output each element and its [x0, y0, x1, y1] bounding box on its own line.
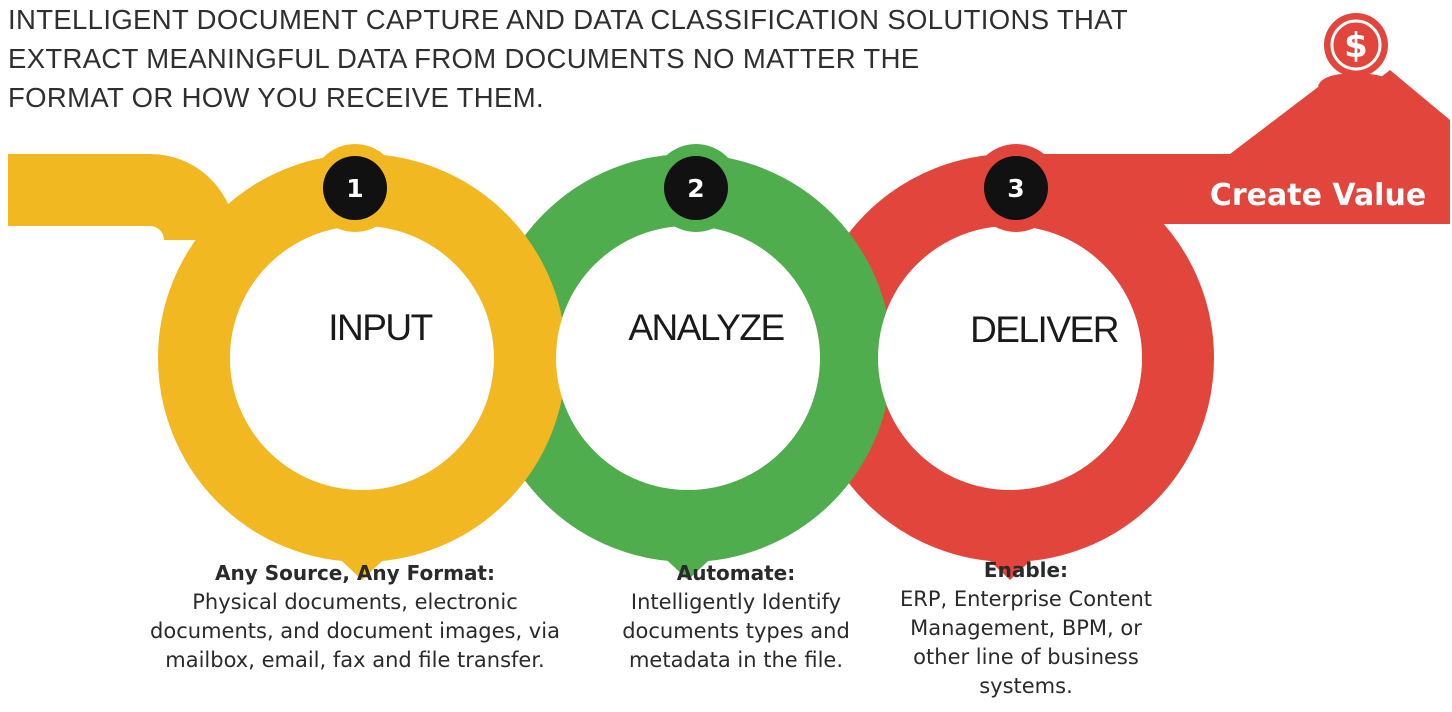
stage-3-heading: Enable:: [983, 558, 1069, 582]
create-value-banner: [1010, 70, 1450, 224]
stage-2-heading: Automate:: [676, 561, 796, 585]
stage-3-description: Enable: ERP, Enterprise Content Manageme…: [876, 556, 1176, 701]
headline-line-1: INTELLIGENT DOCUMENT CAPTURE AND DATA CL…: [8, 4, 1129, 35]
stage-1-title: INPUT: [328, 307, 432, 348]
stage-2-arrow: [582, 440, 794, 580]
stage-1-badge: 1: [311, 144, 399, 232]
stage-3-body: ERP, Enterprise Content Management, BPM,…: [899, 587, 1153, 698]
stage-1-loop: [8, 154, 566, 580]
headline-line-3: FORMAT OR HOW YOU RECEIVE THEM.: [8, 82, 544, 113]
create-value-arm: [1010, 70, 1450, 224]
stage-1-arrow: [256, 440, 468, 580]
dollar-coin-icon: $: [1324, 13, 1388, 77]
stage-2-number: 2: [687, 174, 704, 203]
stage-3-center: [878, 226, 1142, 490]
hand-shape: [1318, 73, 1393, 94]
stage-1-number: 1: [346, 174, 363, 203]
stage-1-body: Physical documents, electronic documents…: [150, 590, 560, 672]
stage-1-heading: Any Source, Any Format:: [214, 561, 495, 585]
stage-2-center: [556, 226, 820, 490]
create-value-label: Create Value: [1210, 178, 1426, 213]
stage-3-title: DELIVER: [970, 309, 1118, 350]
stage-2-title: ANALYZE: [628, 307, 784, 348]
stage-3-number: 3: [1007, 174, 1024, 203]
stage-3-badge: 3: [972, 144, 1060, 232]
stage-1-center: [230, 226, 494, 490]
stage-1-description: Any Source, Any Format: Physical documen…: [140, 559, 570, 675]
headline-line-2: EXTRACT MEANINGFUL DATA FROM DOCUMENTS N…: [8, 43, 920, 74]
stage-2-body: Intelligently Identify documents types a…: [622, 590, 850, 672]
headline: INTELLIGENT DOCUMENT CAPTURE AND DATA CL…: [8, 0, 1268, 117]
stage-2-description: Automate: Intelligently Identify documen…: [586, 559, 886, 675]
dollar-symbol: $: [1344, 26, 1368, 66]
stage-3-arrow: [904, 440, 1116, 580]
stage-2-badge: 2: [652, 144, 740, 232]
